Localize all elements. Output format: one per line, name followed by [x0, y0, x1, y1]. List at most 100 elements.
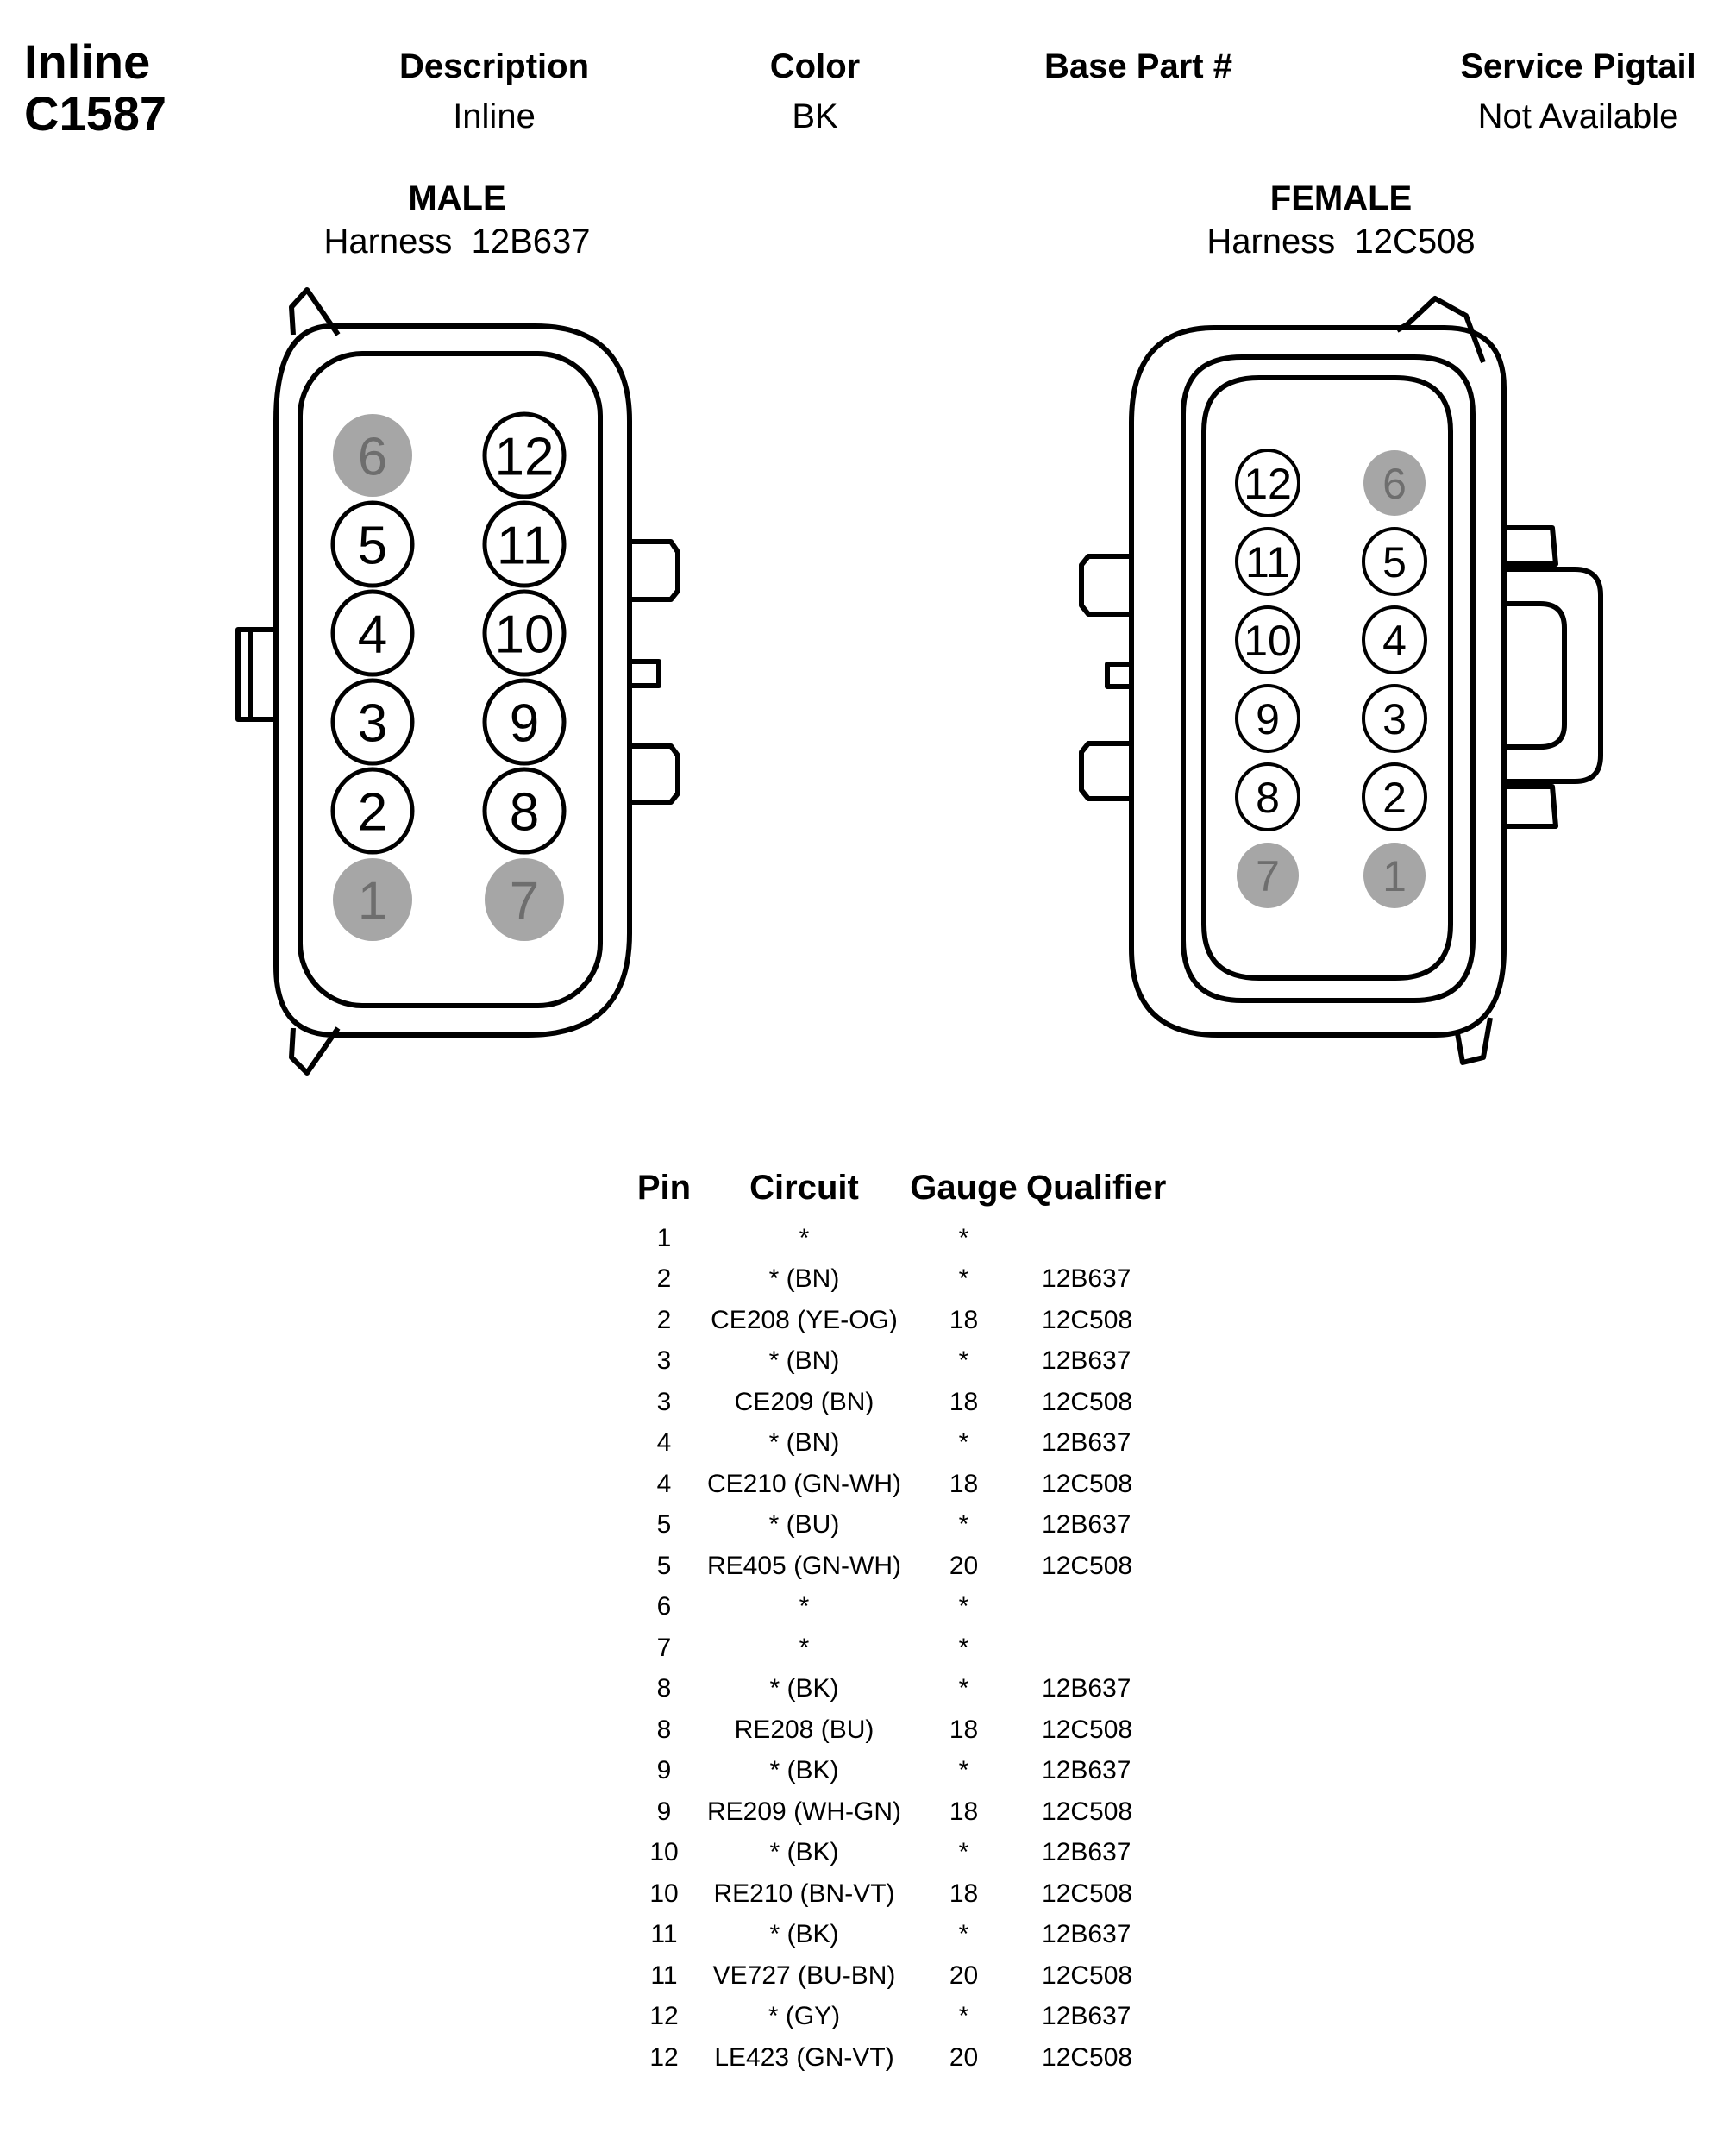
- service-pigtail-value: Not Available: [1477, 97, 1679, 135]
- cell-circuit: * (BN): [768, 1346, 840, 1376]
- male-pin-number: 6: [358, 427, 387, 486]
- cell-pin: 2: [656, 1305, 672, 1334]
- cell-qualifier: 12B637: [1042, 1428, 1131, 1458]
- female-pin-9: 9: [1235, 684, 1300, 753]
- header-circuit: Circuit: [749, 1169, 859, 1207]
- cell-qualifier: [1026, 1587, 1188, 1628]
- male-pin-number: 2: [358, 782, 387, 842]
- cell-pin: 2: [656, 1264, 672, 1294]
- female-pin-number: 8: [1256, 774, 1280, 822]
- connector-name-line1: Inline: [24, 34, 151, 89]
- female-pin-number: 9: [1256, 695, 1280, 743]
- cell-gauge: *: [958, 1592, 969, 1622]
- cell-qualifier: 12B637: [1042, 1674, 1131, 1703]
- female-pin-4: 4: [1362, 605, 1427, 674]
- female-harness: Harness 12C508: [1206, 223, 1476, 260]
- description-column: Description Inline: [296, 49, 693, 134]
- cell-pin: 12: [649, 2042, 679, 2072]
- cell-gauge: 20: [949, 1960, 979, 1990]
- cell-gauge: 20: [949, 2042, 979, 2072]
- female-pin-cavity: [1363, 843, 1426, 908]
- cell-circuit: * (BK): [769, 1920, 839, 1949]
- cell-gauge: *: [958, 1346, 969, 1376]
- cell-gauge: *: [958, 1674, 969, 1703]
- female-pin-8: 8: [1235, 762, 1300, 831]
- female-pin-cavity: [1362, 684, 1427, 753]
- female-pin-cavity: [1362, 527, 1427, 596]
- cell-pin: 11: [650, 1960, 678, 1990]
- male-pin-11: 11: [482, 500, 567, 588]
- cell-circuit: LE423 (GN-VT): [714, 2042, 894, 2072]
- cell-circuit: VE727 (BU-BN): [712, 1960, 896, 1990]
- male-pin-2: 2: [330, 767, 415, 855]
- cell-circuit: * (BN): [768, 1264, 840, 1294]
- cell-pin: 9: [656, 1756, 672, 1785]
- cell-circuit: CE208 (YE-OG): [711, 1305, 898, 1334]
- cell-gauge: 18: [949, 1797, 979, 1826]
- table-row: 4* (BN)*12B637: [621, 1423, 1188, 1465]
- male-pin-cavity: [333, 858, 412, 941]
- male-pin-cavity: [482, 678, 567, 766]
- cell-gauge: *: [958, 1510, 969, 1540]
- female-pin-cavity: [1235, 527, 1300, 596]
- table-header-row: Pin Circuit Gauge Qualifier: [621, 1169, 1188, 1218]
- male-pin-9: 9: [482, 678, 567, 766]
- description-value: Inline: [453, 97, 536, 135]
- male-pin-number: 9: [510, 693, 539, 753]
- male-pin-number: 1: [358, 871, 387, 931]
- cell-gauge: *: [958, 1756, 969, 1785]
- cell-circuit: *: [799, 1223, 810, 1252]
- header-pin: Pin: [636, 1169, 692, 1207]
- cell-circuit: CE210 (GN-WH): [707, 1469, 902, 1498]
- female-pin-2: 2: [1362, 762, 1427, 831]
- male-pin-number: 3: [358, 693, 387, 753]
- cell-gauge: 18: [949, 1305, 979, 1334]
- cell-qualifier: 12B637: [1042, 2002, 1131, 2031]
- cell-qualifier: 12B637: [1042, 1510, 1131, 1540]
- male-pin-number: 12: [495, 427, 555, 486]
- male-pin-cavity: [330, 767, 415, 855]
- cell-qualifier: 12C508: [1042, 1715, 1133, 1744]
- male-pin-number: 10: [495, 605, 555, 664]
- cell-qualifier: 12B637: [1042, 1756, 1131, 1785]
- cell-pin: 3: [656, 1387, 672, 1416]
- table-row: 9* (BK)*12B637: [621, 1751, 1188, 1792]
- cell-circuit: RE209 (WH-GN): [707, 1797, 902, 1826]
- male-pin-3: 3: [330, 678, 415, 766]
- cell-qualifier: 12B637: [1042, 1920, 1131, 1949]
- female-pin-number: 5: [1382, 538, 1407, 586]
- cell-qualifier: 12C508: [1042, 1469, 1133, 1498]
- male-label: MALE: [408, 179, 506, 217]
- header-qualifier: Qualifier: [1026, 1169, 1167, 1207]
- cell-pin: 5: [656, 1551, 672, 1580]
- cell-gauge: *: [958, 1264, 969, 1294]
- female-pin-cavity: [1235, 684, 1300, 753]
- cell-gauge: 18: [949, 1879, 979, 1908]
- cell-pin: 10: [649, 1879, 679, 1908]
- table-row: 8* (BK)*12B637: [621, 1669, 1188, 1710]
- cell-circuit: * (BK): [769, 1674, 839, 1703]
- cell-pin: 3: [656, 1346, 672, 1376]
- cell-circuit: *: [799, 1592, 810, 1622]
- pin-circuit-table: Pin Circuit Gauge Qualifier 1**2* (BN)*1…: [621, 1169, 1188, 2079]
- male-pin-number: 8: [510, 782, 539, 842]
- male-pin-cavity: [333, 414, 412, 497]
- cell-gauge: 20: [949, 1551, 979, 1580]
- cell-qualifier: 12C508: [1042, 1797, 1133, 1826]
- female-pin-number: 7: [1256, 852, 1280, 900]
- female-label: FEMALE: [1269, 179, 1413, 217]
- female-pin-3: 3: [1362, 684, 1427, 753]
- table-row: 11* (BK)*12B637: [621, 1915, 1188, 1956]
- female-pin-cavity: [1362, 605, 1427, 674]
- cell-gauge: 18: [949, 1469, 979, 1498]
- cell-gauge: *: [958, 1223, 969, 1252]
- connector-id: C1587: [24, 86, 167, 141]
- table-row: 10* (BK)*12B637: [621, 1833, 1188, 1874]
- cell-circuit: RE210 (BN-VT): [713, 1879, 895, 1908]
